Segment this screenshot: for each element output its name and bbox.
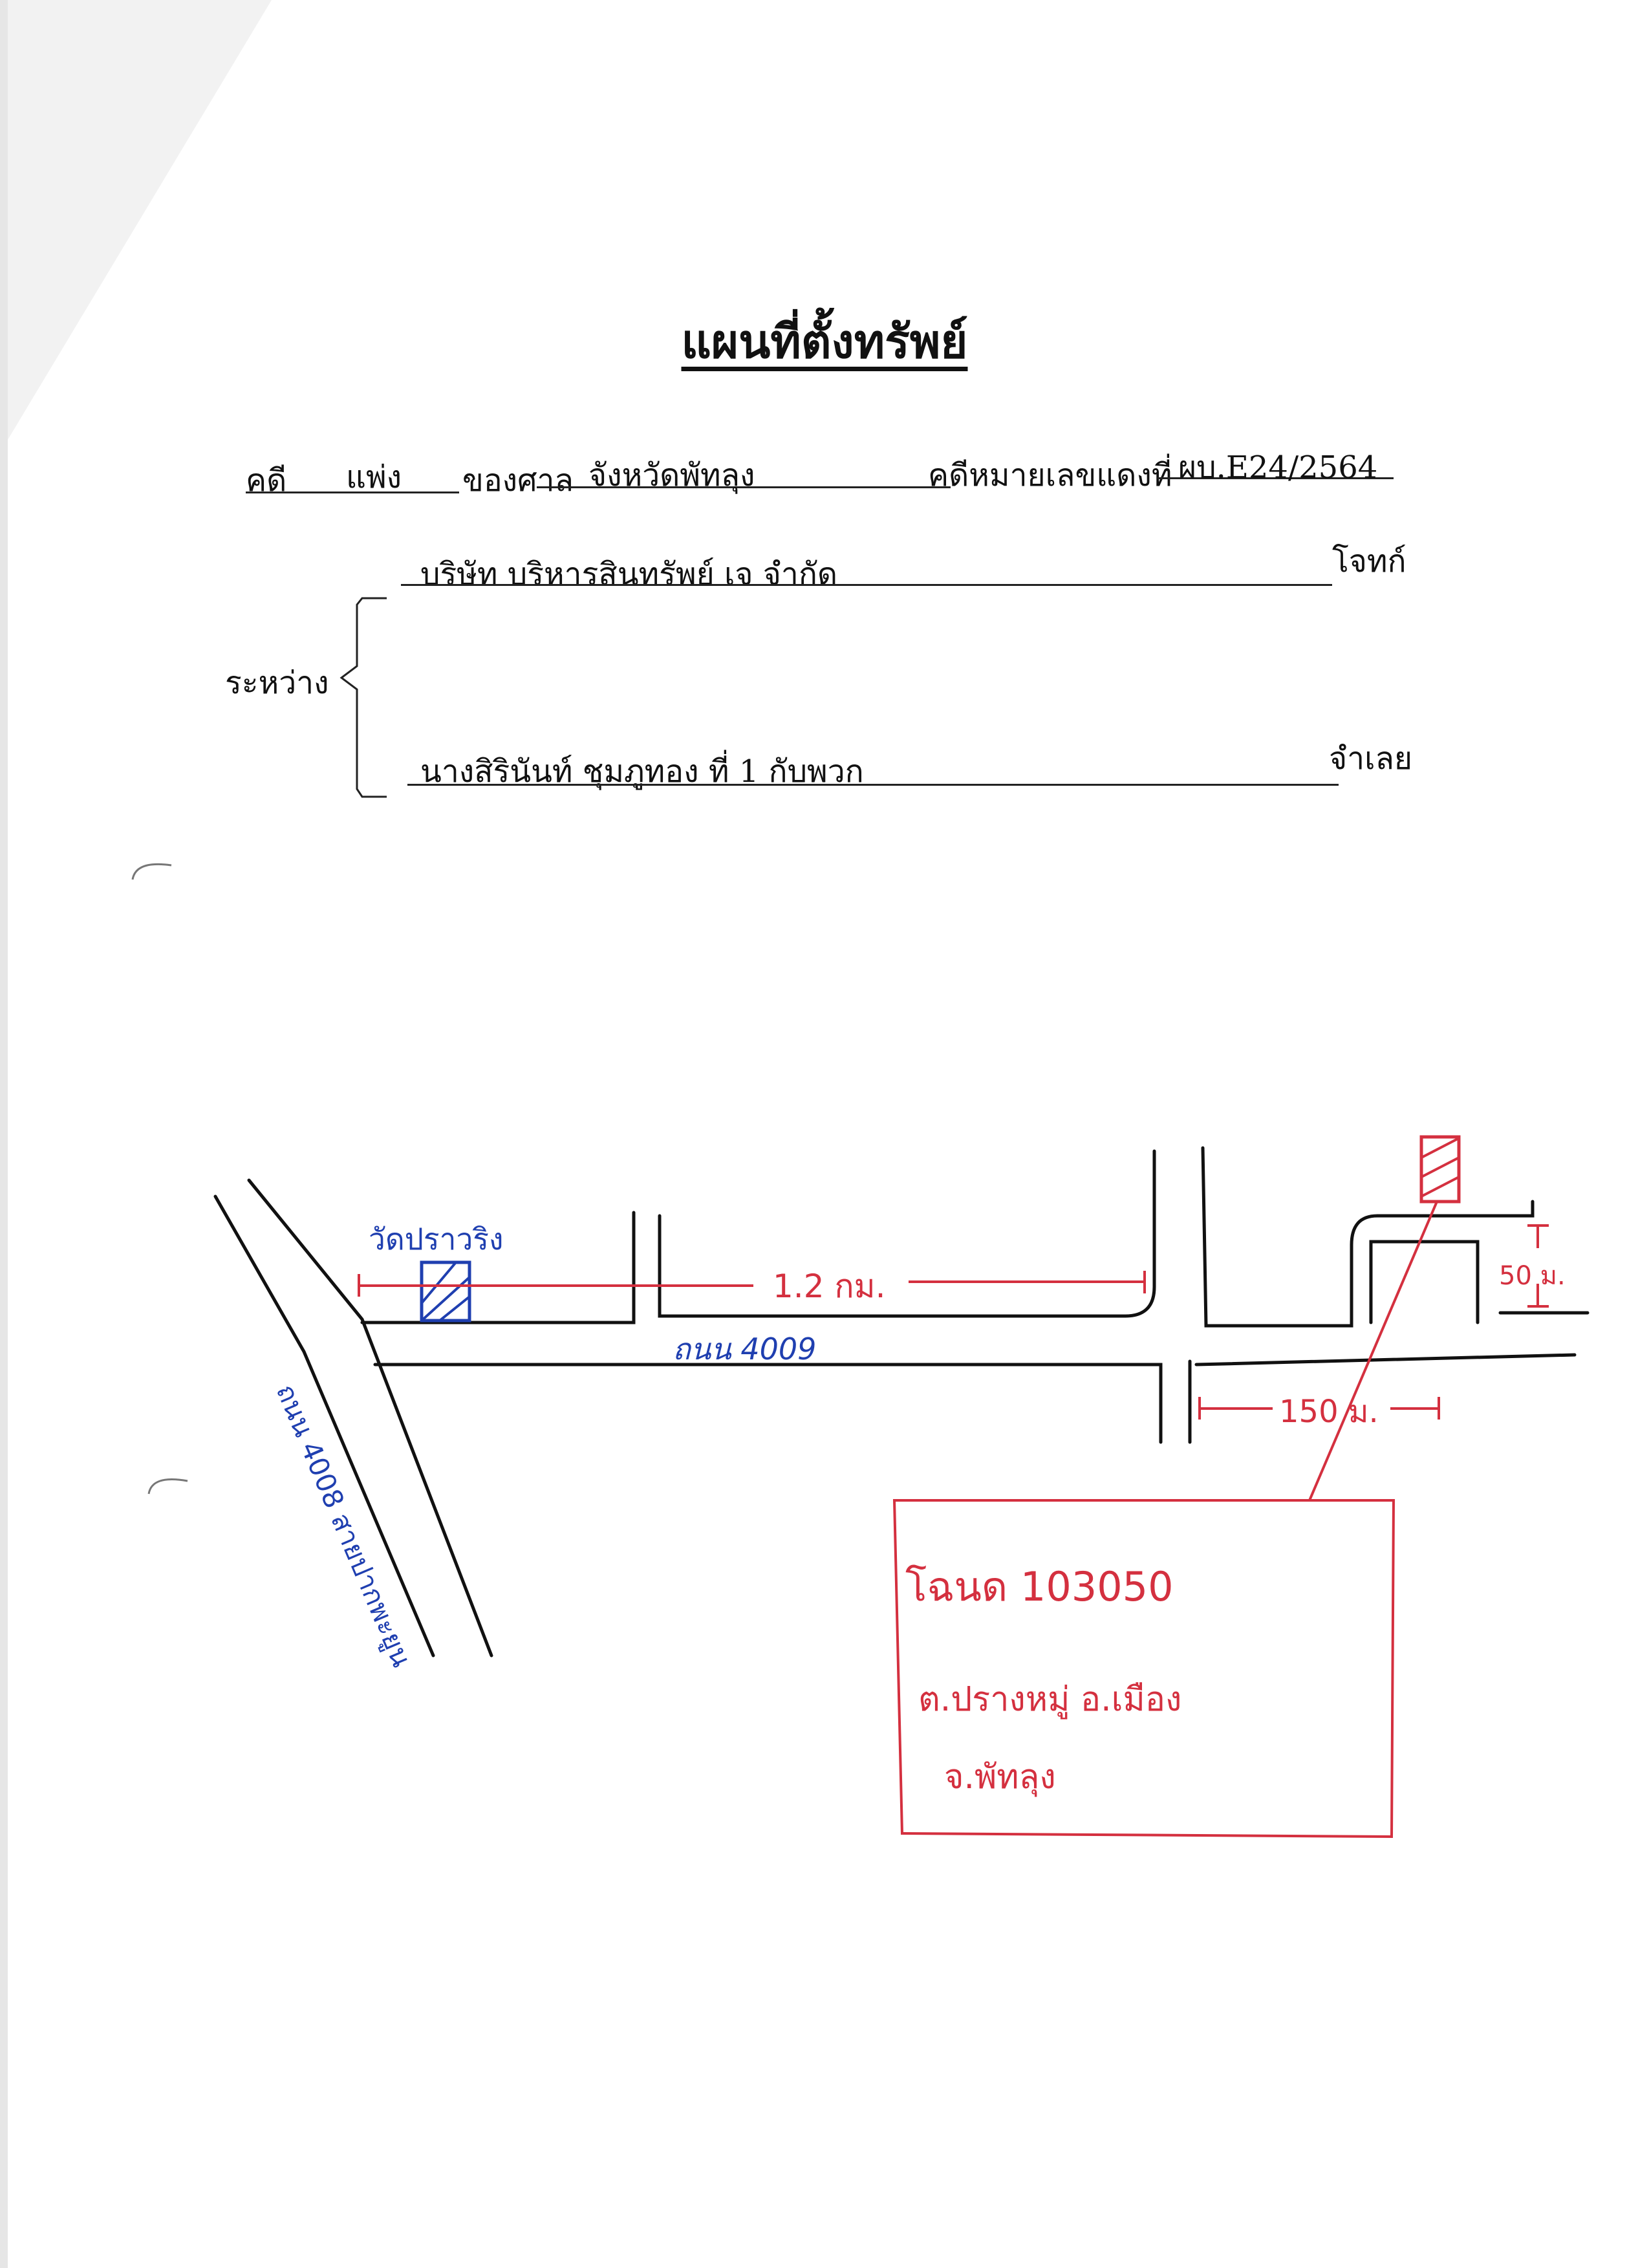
red-case-label: คดีหมายเลขแดงที่: [928, 457, 1172, 493]
red-case-number: ผบ.E24/2564: [1178, 449, 1378, 486]
property-hatch: [1421, 1137, 1460, 1198]
document-title: แผนที่ตั้งทรัพย์: [681, 314, 968, 369]
road-lines: [213, 1146, 1590, 1658]
case-type-underline: [246, 491, 459, 493]
court-name: จังหวัดพัทลุง: [588, 457, 755, 493]
property-distance-label: 150 ม.: [1279, 1394, 1379, 1430]
plaintiff-underline: [401, 584, 1332, 586]
defendant-label: จำเลย: [1329, 740, 1413, 777]
main-road-label: ถนน 4009: [673, 1332, 817, 1366]
road-distance-label: 1.2 กม.: [773, 1268, 886, 1305]
red-case-underline: [1158, 477, 1394, 479]
property-marker: [1419, 1135, 1461, 1204]
punch-hole-top: [131, 863, 172, 880]
punch-hole-bottom: [147, 1478, 188, 1495]
province-label: จ.พัทลุง: [944, 1758, 1056, 1797]
defendant-name: นางสิรินันท์ ชุมภูทอง ที่ 1 กับพวก: [420, 753, 864, 790]
between-label: ระหว่าง: [225, 665, 329, 701]
case-type: แพ่ง: [346, 459, 402, 495]
temple-hatch: [420, 1261, 471, 1322]
deed-info-box: [892, 1499, 1396, 1839]
temple-marker: [420, 1260, 471, 1323]
plaintiff-name: บริษัท บริหารสินทรัพย์ เจ จำกัด: [420, 556, 838, 592]
subdistrict-label: ต.ปรางหมู่ อ.เมือง: [918, 1680, 1182, 1719]
page-edge-shadow: [0, 0, 8, 2268]
property-width-label: 50 ม.: [1499, 1261, 1566, 1291]
between-brace: [339, 597, 387, 798]
defendant-underline: [407, 784, 1339, 786]
court-label: ของศาล: [462, 462, 574, 499]
temple-label: วัดปราวริง: [369, 1222, 504, 1257]
court-underline: [537, 486, 951, 488]
deed-number: โฉนด 103050: [905, 1563, 1174, 1610]
plaintiff-label: โจทก์: [1332, 543, 1406, 579]
dimension-lines: [358, 1201, 1549, 1501]
